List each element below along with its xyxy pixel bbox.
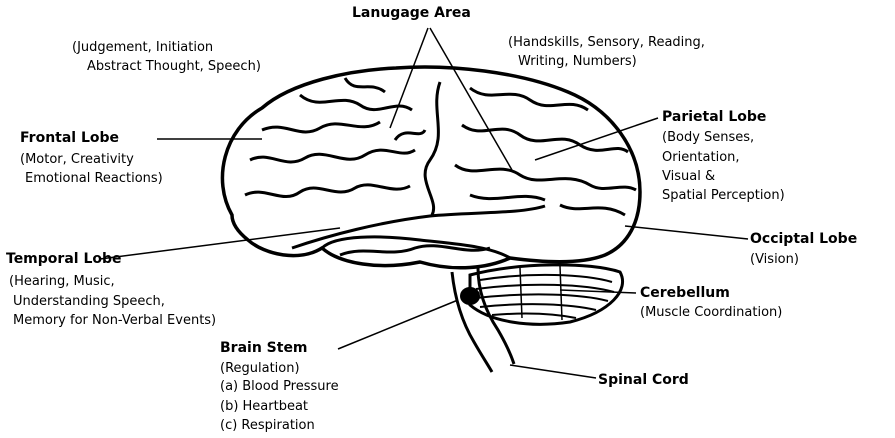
brain-stem-desc-1: (Regulation) [220, 359, 300, 378]
temporal-lobe-desc-3: Memory for Non-Verbal Events) [13, 311, 216, 330]
cerebellum-desc-1: (Muscle Coordination) [640, 303, 782, 322]
brain-stem-desc-4: (c) Respiration [220, 416, 315, 435]
language-area-title: Lanugage Area [352, 4, 471, 23]
parietal-lobe-desc-1: (Body Senses, [662, 128, 754, 147]
occipital-lobe-pointer [625, 226, 748, 239]
occipital-lobe-desc-1: (Vision) [750, 250, 799, 269]
frontal-lobe-desc-1: (Motor, Creativity [20, 150, 134, 169]
cerebellum-title: Cerebellum [640, 284, 730, 303]
brain-stem-desc-3: (b) Heartbeat [220, 397, 308, 416]
language-area-left-desc-2: Abstract Thought, Speech) [87, 57, 261, 76]
spinal-cord-title: Spinal Cord [598, 371, 689, 390]
brain-stem-title: Brain Stem [220, 339, 308, 358]
temporal-lobe-title: Temporal Lobe [6, 250, 122, 269]
language-area-left-desc-1: (Judgement, Initiation [72, 38, 213, 57]
cerebrum-illustration [222, 67, 640, 268]
cerebellum-illustration [470, 265, 623, 324]
frontal-lobe-title: Frontal Lobe [20, 129, 119, 148]
parietal-lobe-desc-3: Visual & [662, 167, 715, 186]
brain-stem-desc-2: (a) Blood Pressure [220, 377, 339, 396]
temporal-lobe-desc-2: Understanding Speech, [13, 292, 165, 311]
parietal-lobe-desc-4: Spatial Perception) [662, 186, 785, 205]
occipital-lobe-title: Occiptal Lobe [750, 230, 857, 249]
parietal-lobe-title: Parietal Lobe [662, 108, 766, 127]
spinal-cord-pointer [510, 365, 596, 378]
frontal-lobe-desc-2: Emotional Reactions) [25, 169, 163, 188]
brain-stem-pointer [338, 300, 458, 349]
language-area-right-desc-1: (Handskills, Sensory, Reading, [508, 33, 705, 52]
temporal-lobe-desc-1: (Hearing, Music, [9, 272, 115, 291]
parietal-lobe-desc-2: Orientation, [662, 148, 740, 167]
language-area-right-desc-2: Writing, Numbers) [518, 52, 637, 71]
